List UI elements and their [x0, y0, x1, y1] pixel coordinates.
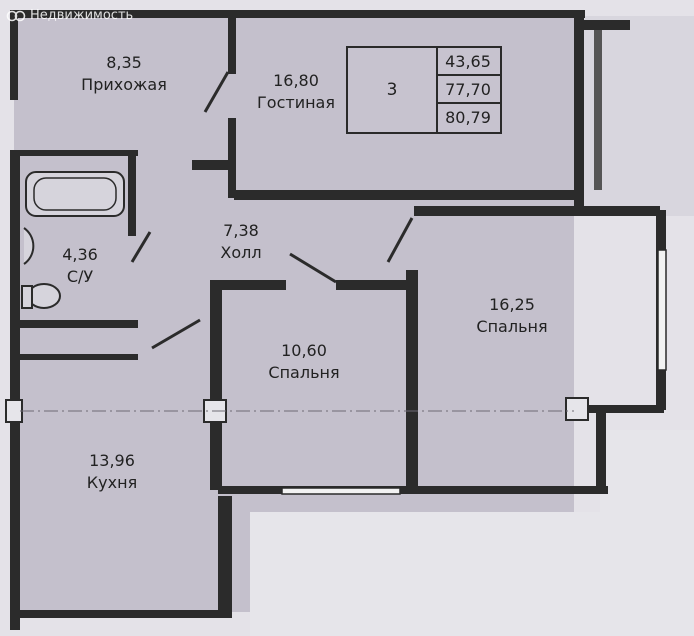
watermark-text: Недвижимость: [30, 8, 134, 23]
area-value: 43,65: [436, 48, 500, 76]
bath-bottom-wall: [18, 320, 138, 328]
room-label-living: 16,80 Гостиная: [257, 70, 335, 114]
area-value: 80,79: [445, 108, 491, 127]
room-area: 16,80: [273, 71, 319, 90]
room-name: Гостиная: [257, 93, 335, 112]
area-summary-table: 3 43,65 77,70 80,79: [346, 46, 502, 134]
bath-top-wall: [18, 150, 138, 156]
loggia-area: [574, 16, 694, 216]
room-label-bathroom: 4,36 С/У: [62, 244, 98, 288]
bottom-wall-kitchen: [10, 610, 232, 618]
room-label-bedroom-large: 16,25 Спальня: [476, 294, 547, 338]
column-right: [565, 397, 589, 421]
small-bedroom-top-wall-right: [336, 280, 416, 290]
bathtub-inner: [33, 177, 117, 211]
door-small-bedroom: [289, 252, 337, 284]
room-name: Прихожая: [81, 75, 167, 94]
watermark-logo-icon: [6, 10, 26, 22]
door-kitchen: [151, 318, 201, 350]
room-area: 10,60: [281, 341, 327, 360]
room-area: 13,96: [89, 451, 135, 470]
bath-right-wall: [128, 156, 136, 236]
bathtub: [25, 171, 125, 217]
window-bedroom-small: [281, 487, 401, 495]
window-right: [657, 249, 667, 371]
bedroom-divider-wall: [406, 270, 418, 490]
room-name: С/У: [66, 267, 94, 286]
small-bedroom-left-wall: [210, 280, 222, 490]
bedroom-top-wall: [414, 206, 660, 216]
room-label-hall-entry: 8,35 Прихожая: [81, 52, 167, 96]
area-value: 77,70: [436, 76, 500, 104]
living-bottom-wall: [234, 190, 579, 200]
top-wall: [10, 10, 585, 18]
room-area: 16,25: [489, 295, 535, 314]
left-wall: [10, 150, 20, 630]
living-left-wall: [228, 118, 236, 198]
right-wall-upper: [574, 14, 584, 214]
room-name: Спальня: [268, 363, 340, 382]
loggia-wall: [580, 20, 630, 30]
exterior-right: [600, 430, 694, 520]
small-bedroom-top-wall: [210, 280, 286, 290]
room-label-corridor: 7,38 Холл: [220, 220, 261, 264]
room-area: 8,35: [106, 53, 142, 72]
toilet-tank: [21, 285, 33, 309]
loggia-side: [594, 30, 602, 190]
area-values: 43,65 77,70 80,79: [436, 48, 500, 132]
room-area: 4,36: [62, 245, 98, 264]
kitchen-floor: [18, 400, 218, 612]
sink: [23, 227, 35, 265]
left-wall-upper: [10, 10, 18, 100]
watermark: Недвижимость: [6, 8, 133, 23]
column-left: [5, 399, 23, 423]
right-wall-lower: [596, 410, 606, 494]
kitchen-right-wall: [218, 496, 232, 616]
stub-wall: [192, 160, 232, 170]
room-name: Кухня: [86, 473, 138, 492]
room-label-kitchen: 13,96 Кухня: [87, 450, 137, 494]
right-wall-bay: [574, 405, 664, 413]
room-count: 3: [348, 48, 438, 132]
entry-wall: [228, 14, 236, 74]
door-bath: [130, 231, 152, 263]
door-large-bedroom: [386, 217, 414, 263]
exterior-lower: [250, 512, 694, 636]
door-entry: [203, 71, 230, 113]
kitchen-top-wall: [18, 354, 138, 360]
room-name: Холл: [220, 243, 262, 262]
room-area: 7,38: [223, 221, 259, 240]
room-label-bedroom-small: 10,60 Спальня: [268, 340, 339, 384]
room-name: Спальня: [476, 317, 548, 336]
